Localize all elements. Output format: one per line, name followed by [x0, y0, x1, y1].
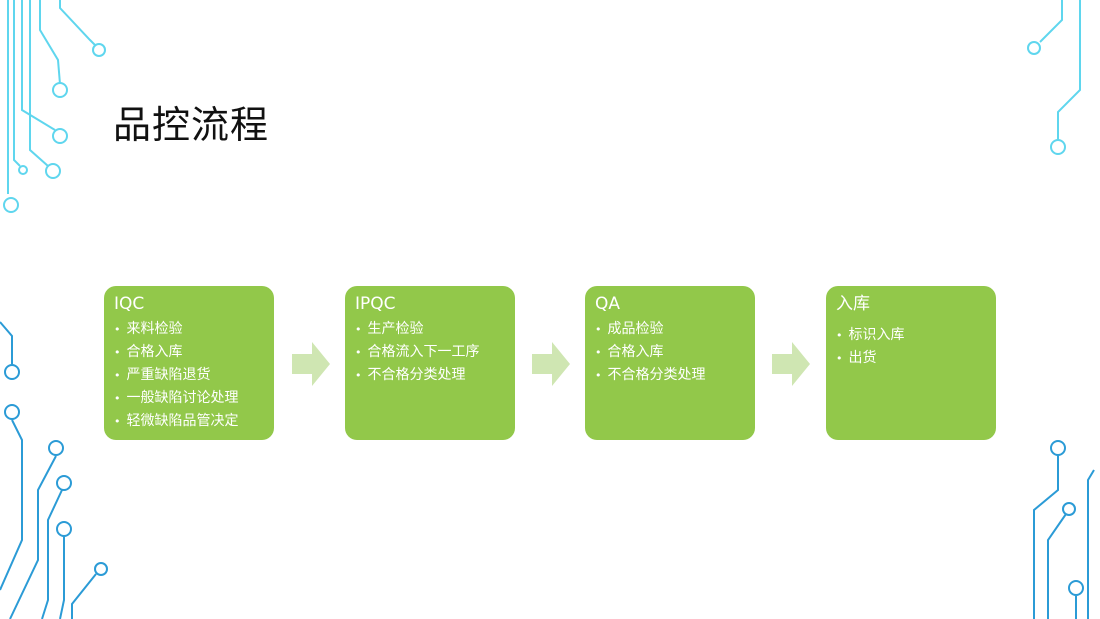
step-qa: QA 成品检验 合格入库 不合格分类处理 [585, 286, 755, 440]
arrow-right-icon [532, 342, 570, 386]
step-item: 严重缺陷退货 [114, 364, 264, 387]
step-warehouse: 入库 标识入库 出货 [826, 286, 996, 440]
step-item: 合格入库 [595, 341, 745, 364]
step-item: 合格入库 [114, 341, 264, 364]
step-item: 轻微缺陷品管决定 [114, 410, 264, 433]
step-title: QA [595, 294, 621, 314]
step-items: 标识入库 出货 [836, 324, 986, 370]
arrow-right-icon [292, 342, 330, 386]
step-items: 生产检验 合格流入下一工序 不合格分类处理 [355, 318, 505, 387]
step-item: 出货 [836, 347, 986, 370]
page-title: 品控流程 [113, 103, 270, 147]
step-ipqc: IPQC 生产检验 合格流入下一工序 不合格分类处理 [345, 286, 515, 440]
step-item: 合格流入下一工序 [355, 341, 505, 364]
step-title: IPQC [355, 294, 396, 314]
step-item: 不合格分类处理 [355, 364, 505, 387]
step-items: 来料检验 合格入库 严重缺陷退货 一般缺陷讨论处理 轻微缺陷品管决定 [114, 318, 264, 433]
step-item: 不合格分类处理 [595, 364, 745, 387]
step-item: 标识入库 [836, 324, 986, 347]
step-item: 生产检验 [355, 318, 505, 341]
step-item: 来料检验 [114, 318, 264, 341]
step-title: 入库 [836, 294, 870, 314]
step-title: IQC [114, 294, 145, 314]
step-items: 成品检验 合格入库 不合格分类处理 [595, 318, 745, 387]
step-item: 成品检验 [595, 318, 745, 341]
step-iqc: IQC 来料检验 合格入库 严重缺陷退货 一般缺陷讨论处理 轻微缺陷品管决定 [104, 286, 274, 440]
arrow-right-icon [772, 342, 810, 386]
step-item: 一般缺陷讨论处理 [114, 387, 264, 410]
